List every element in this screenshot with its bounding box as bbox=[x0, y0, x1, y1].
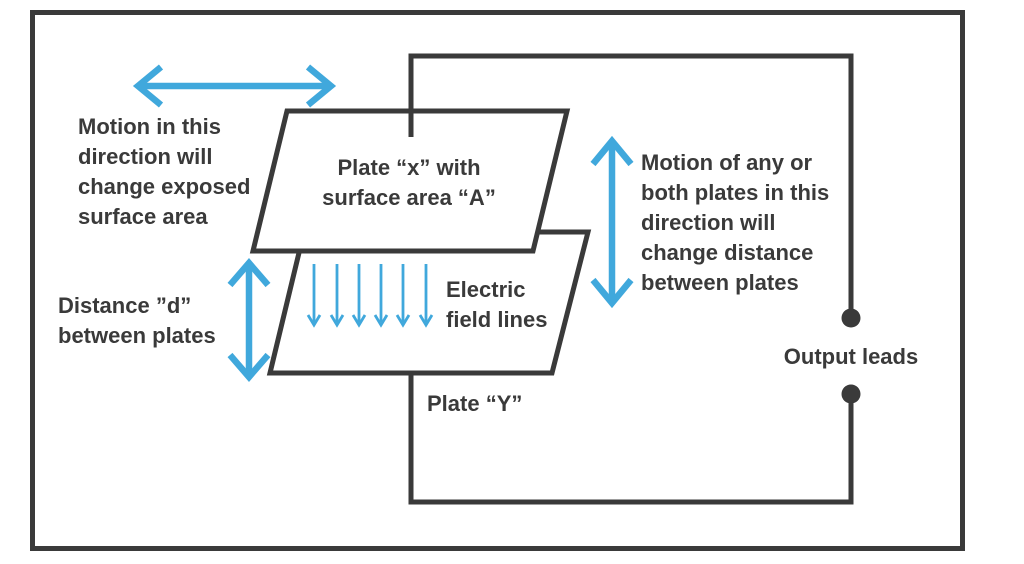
text-line: Plate “x” with bbox=[337, 155, 481, 180]
label-plate-x: Plate “x” with surface area “A” bbox=[299, 153, 519, 213]
field-arrow-icon bbox=[373, 264, 389, 328]
text-line: Motion of any or bbox=[641, 150, 813, 175]
plate-x-shape bbox=[249, 108, 571, 254]
text-line: both plates in this bbox=[641, 180, 830, 205]
horizontal-double-arrow-icon bbox=[132, 64, 337, 108]
vertical-double-arrow-motion-icon bbox=[590, 135, 634, 309]
text-line: surface area “A” bbox=[322, 185, 496, 210]
text-line: direction will bbox=[641, 210, 776, 235]
label-plate-y: Plate “Y” bbox=[427, 389, 522, 419]
field-arrow-icon bbox=[395, 264, 411, 328]
diagram-frame bbox=[30, 10, 965, 551]
text-line: between plates bbox=[641, 270, 799, 295]
text-line: Electric bbox=[446, 277, 526, 302]
text-line: between plates bbox=[58, 323, 216, 348]
text-line: Output leads bbox=[783, 344, 919, 369]
circuit-wire-bottom bbox=[408, 369, 854, 505]
label-motion-distance: Motion of any or both plates in this dir… bbox=[641, 148, 829, 298]
text-line: change distance bbox=[641, 240, 814, 265]
label-motion-surface-area: Motion in this direction will change exp… bbox=[78, 112, 250, 232]
text-line: change exposed bbox=[78, 174, 251, 199]
label-output-leads: Output leads bbox=[751, 342, 951, 372]
circuit-wire-top bbox=[408, 53, 854, 316]
field-arrow-icon bbox=[418, 264, 434, 328]
electric-field-arrows bbox=[306, 264, 434, 328]
text-line: surface area bbox=[78, 204, 208, 229]
output-lead-dot-top bbox=[841, 308, 861, 328]
text-line: Plate “Y” bbox=[427, 391, 523, 416]
output-lead-dot-bottom bbox=[841, 384, 861, 404]
field-arrow-icon bbox=[306, 264, 322, 328]
text-line: Motion in this bbox=[78, 114, 221, 139]
text-line: field lines bbox=[446, 307, 548, 332]
text-line: Distance ”d” bbox=[58, 293, 192, 318]
text-line: direction will bbox=[78, 144, 213, 169]
label-distance-between-plates: Distance ”d” between plates bbox=[58, 291, 216, 351]
label-electric-field-lines: Electric field lines bbox=[446, 275, 547, 335]
field-arrow-icon bbox=[329, 264, 345, 328]
vertical-double-arrow-distance-icon bbox=[227, 258, 271, 382]
field-arrow-icon bbox=[351, 264, 367, 328]
